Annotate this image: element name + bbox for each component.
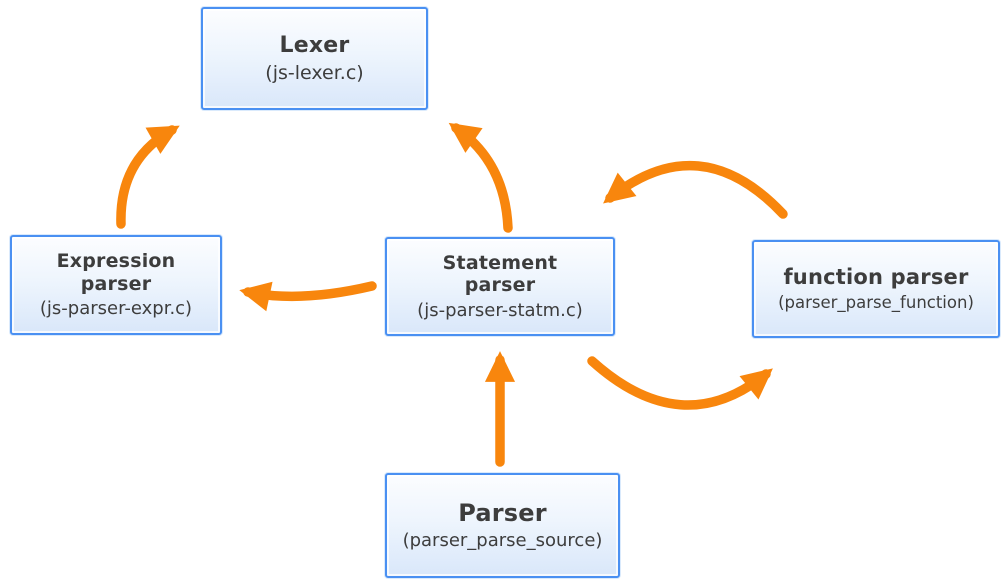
node-statement-parser-subtitle: (js-parser-statm.c) bbox=[417, 299, 583, 321]
arrow-statement-parser-to-lexer bbox=[448, 122, 513, 233]
node-function-parser: function parser (parser_parse_function) bbox=[752, 240, 1000, 338]
node-lexer: Lexer (js-lexer.c) bbox=[201, 7, 428, 110]
node-statement-parser-title: Statement parser bbox=[442, 251, 558, 297]
node-expression-parser-title: Expression parser bbox=[56, 250, 176, 295]
node-function-parser-title: function parser bbox=[783, 265, 969, 290]
arrow-function-parser-to-statement-parser bbox=[603, 160, 788, 219]
node-parser-title: Parser bbox=[458, 499, 547, 528]
node-lexer-title: Lexer bbox=[279, 32, 350, 58]
arrow-expression-parser-to-lexer bbox=[116, 125, 180, 229]
node-lexer-subtitle: (js-lexer.c) bbox=[265, 61, 364, 84]
arrow-statement-parser-to-function-parser bbox=[587, 356, 773, 410]
arrow-statement-parser-to-expression-parser bbox=[239, 281, 377, 312]
node-expression-parser: Expression parser (js-parser-expr.c) bbox=[10, 235, 222, 335]
node-parser-subtitle: (parser_parse_source) bbox=[402, 530, 603, 552]
node-statement-parser: Statement parser (js-parser-statm.c) bbox=[385, 237, 615, 336]
node-parser: Parser (parser_parse_source) bbox=[385, 473, 620, 578]
node-function-parser-subtitle: (parser_parse_function) bbox=[778, 292, 974, 312]
node-expression-parser-subtitle: (js-parser-expr.c) bbox=[39, 298, 193, 320]
